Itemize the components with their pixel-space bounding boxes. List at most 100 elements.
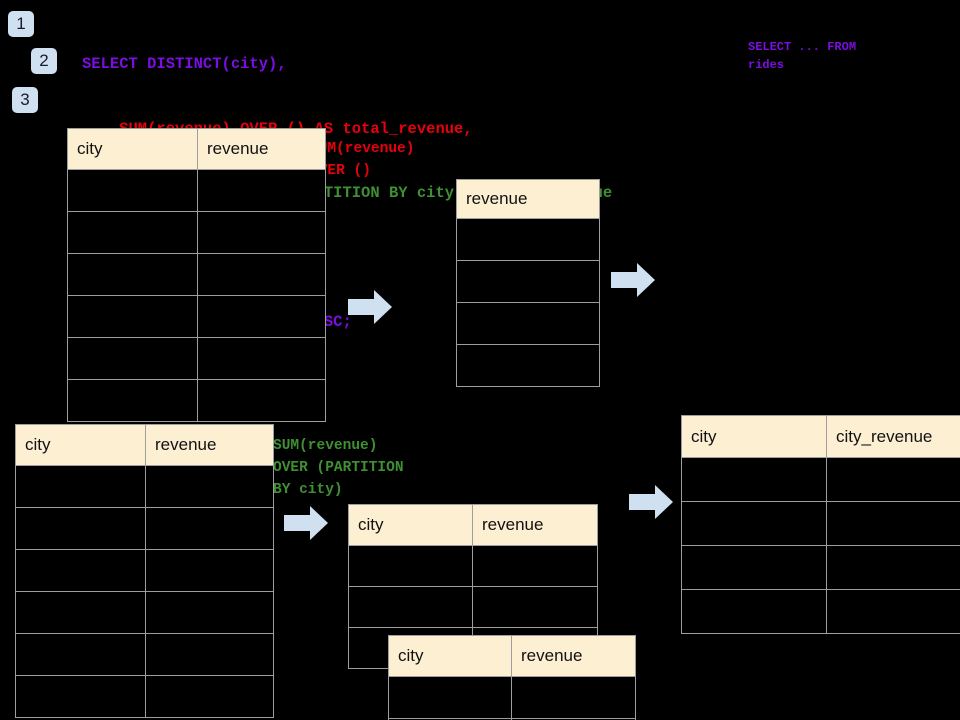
table-row (456, 218, 600, 261)
column-header-city: city (15, 424, 146, 466)
cell-revenue (145, 675, 274, 718)
table-row (681, 589, 960, 634)
cell-city (388, 676, 512, 719)
cell-revenue (511, 718, 636, 720)
table-row (456, 260, 600, 303)
column-header-revenue: revenue (511, 635, 636, 677)
table-row (15, 465, 274, 508)
cell-revenue (456, 260, 600, 303)
cell-city-revenue (826, 589, 960, 634)
table-header-row: city revenue (15, 424, 274, 466)
cell-revenue (145, 591, 274, 634)
annotation-over-partition: SUM(revenue) OVER (PARTITION BY city) (273, 438, 404, 498)
step-badge-3: 3 (12, 87, 38, 113)
cell-revenue (145, 549, 274, 592)
table-row (67, 295, 326, 338)
cell-city-revenue (826, 545, 960, 590)
table-header-row: city city_revenue (681, 415, 960, 458)
table-row (681, 545, 960, 590)
sql-line-select: SELECT DISTINCT(city), (82, 55, 287, 73)
cell-city-revenue (826, 501, 960, 546)
cell-revenue (197, 379, 326, 422)
cell-city (67, 295, 198, 338)
table-row (388, 718, 636, 720)
cell-revenue (472, 586, 598, 628)
cell-city (681, 501, 827, 546)
cell-revenue (456, 344, 600, 387)
cell-revenue (472, 545, 598, 587)
table-row (456, 344, 600, 387)
cell-revenue (197, 169, 326, 212)
cell-city (67, 253, 198, 296)
cell-city-revenue (826, 457, 960, 502)
cell-revenue (197, 295, 326, 338)
cell-revenue (456, 302, 600, 345)
column-header-city-revenue: city_revenue (826, 415, 960, 458)
arrow-partition-to-result (629, 485, 673, 519)
cell-city (67, 337, 198, 380)
column-header-revenue: revenue (145, 424, 274, 466)
cell-city (348, 586, 473, 628)
column-header-revenue: revenue (456, 179, 600, 219)
arrow-source-to-partition (284, 506, 328, 540)
cell-city (67, 211, 198, 254)
table-row (15, 507, 274, 550)
sql-side-note: SELECT ... FROM rides (748, 40, 857, 72)
table-body (681, 457, 960, 634)
table-row (681, 457, 960, 502)
table-row (348, 545, 598, 587)
cell-revenue (145, 507, 274, 550)
cell-city (681, 457, 827, 502)
arrow-total-to-result (611, 263, 655, 297)
cell-revenue (511, 676, 636, 719)
table-row (681, 501, 960, 546)
cell-revenue (197, 253, 326, 296)
table-body (388, 676, 636, 720)
table-body (15, 465, 274, 718)
table-row (67, 169, 326, 212)
cell-revenue (456, 218, 600, 261)
table-row (67, 337, 326, 380)
table-row (67, 253, 326, 296)
table-source-top: city revenue (67, 128, 326, 422)
table-header-row: revenue (456, 179, 600, 219)
table-source-bottom: city revenue (15, 424, 274, 718)
column-header-revenue: revenue (472, 504, 598, 546)
cell-city (15, 633, 146, 676)
cell-city (15, 591, 146, 634)
table-body (67, 169, 326, 422)
table-row (15, 591, 274, 634)
column-header-city: city (388, 635, 512, 677)
table-header-row: city revenue (67, 128, 326, 170)
step-badge-2: 2 (31, 48, 57, 74)
cell-city (15, 465, 146, 508)
table-row (348, 586, 598, 628)
cell-revenue (145, 465, 274, 508)
cell-city (681, 589, 827, 634)
table-result: city city_revenue (681, 415, 960, 634)
table-row (388, 676, 636, 719)
table-row (67, 379, 326, 422)
cell-revenue (197, 211, 326, 254)
column-header-city: city (348, 504, 473, 546)
column-header-city: city (681, 415, 827, 458)
table-row (15, 549, 274, 592)
cell-city (348, 545, 473, 587)
cell-city (15, 507, 146, 550)
cell-revenue (197, 337, 326, 380)
cell-city (67, 169, 198, 212)
table-row (456, 302, 600, 345)
table-body (456, 218, 600, 387)
table-row (15, 675, 274, 718)
table-row (67, 211, 326, 254)
table-row (15, 633, 274, 676)
table-partition-front: city revenue (388, 635, 636, 720)
table-header-row: city revenue (388, 635, 636, 677)
cell-city (681, 545, 827, 590)
table-header-row: city revenue (348, 504, 598, 546)
table-total-revenue: revenue (456, 179, 600, 387)
cell-city (15, 675, 146, 718)
cell-city (67, 379, 198, 422)
column-header-revenue: revenue (197, 128, 326, 170)
